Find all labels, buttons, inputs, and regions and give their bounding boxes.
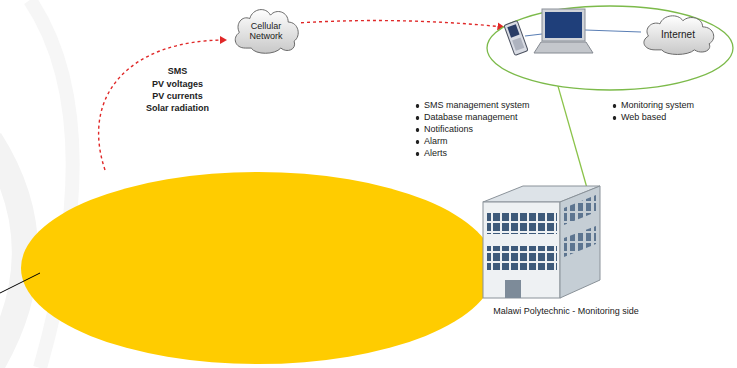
site-link xyxy=(558,86,587,188)
watermark-band xyxy=(0,140,25,368)
cloud-label: Internet xyxy=(661,26,695,40)
building: Malawi Polytechnic - Monitoring side xyxy=(465,172,667,322)
bullet-item: Alerts xyxy=(415,148,447,159)
bullet-item: Monitoring system xyxy=(612,100,694,111)
bullet-item: Notifications xyxy=(415,124,473,135)
cloud-body: Internet xyxy=(637,10,719,56)
bullet-item: SMS management system xyxy=(415,100,530,111)
network-label: Cellular Network xyxy=(243,18,289,41)
building-shape xyxy=(465,172,667,322)
signal-name: Solar radiation xyxy=(130,103,225,114)
sms-link xyxy=(301,21,503,27)
cloud-body: Cellular Network xyxy=(229,3,303,55)
signal-name: PV voltages xyxy=(130,79,225,90)
leader-line xyxy=(0,273,40,293)
bullet-item: Web based xyxy=(612,112,666,123)
internet-cloud: Internet xyxy=(637,10,719,56)
signal-name: PV currents xyxy=(130,91,225,102)
sms-arrow xyxy=(99,40,226,170)
signal-heading: SMS xyxy=(130,66,225,77)
bullet-item: Alarm xyxy=(415,136,448,147)
building-label: Malawi Polytechnic - Monitoring side xyxy=(465,306,667,317)
monitoring-ellipse: InternetSMS management systemDatabase ma… xyxy=(485,4,735,92)
site-ellipse xyxy=(21,172,495,364)
bullet-item: Database management xyxy=(415,112,518,123)
network-cloud: Cellular Network xyxy=(229,3,303,55)
